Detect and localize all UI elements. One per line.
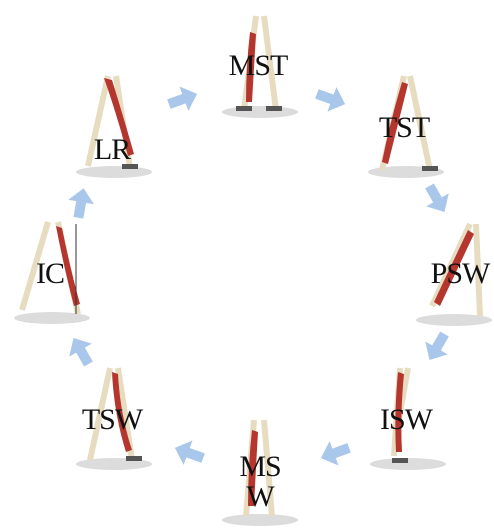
phase-mst: MST	[216, 12, 300, 122]
phase-label-lr: LR	[93, 133, 131, 166]
phase-label-tsw: TSW	[81, 403, 143, 436]
arrow-tst-to-psw-icon	[425, 183, 449, 212]
arrow-msw-to-tsw-icon	[174, 440, 205, 465]
arrow-mst-to-tst-icon	[315, 87, 346, 112]
phase-label-ic: IC	[36, 257, 65, 290]
arrow-ic-to-lr-icon	[68, 188, 94, 219]
phase-tst: TST	[362, 72, 446, 182]
phase-lr: LR	[70, 72, 154, 182]
msw-leg-illustration	[222, 419, 298, 526]
arrow-psw-to-isw-icon	[425, 331, 449, 360]
ic-leg-illustration	[14, 221, 90, 324]
psw-leg-illustration	[416, 222, 492, 326]
phase-psw: PSW	[410, 220, 494, 330]
arrow-isw-to-msw-icon	[320, 441, 351, 466]
tst-leg-illustration	[368, 75, 444, 178]
lr-leg-illustration	[76, 75, 152, 178]
phase-label-tst: TST	[378, 111, 430, 144]
arrow-tsw-to-ic-icon	[69, 338, 93, 367]
phase-label-msw: MS W	[239, 450, 281, 513]
phase-msw: MS W	[218, 416, 302, 526]
tsw-leg-illustration	[76, 367, 152, 470]
isw-leg-illustration	[370, 367, 446, 470]
phase-ic: IC	[8, 218, 92, 328]
phase-label-psw: PSW	[430, 257, 491, 290]
mst-leg-illustration	[222, 15, 298, 118]
arrow-lr-to-mst-icon	[167, 86, 198, 111]
phase-label-isw: ISW	[380, 403, 433, 436]
phase-label-mst: MST	[228, 49, 289, 82]
phase-tsw: TSW	[70, 364, 154, 474]
phase-isw: ISW	[364, 364, 448, 474]
